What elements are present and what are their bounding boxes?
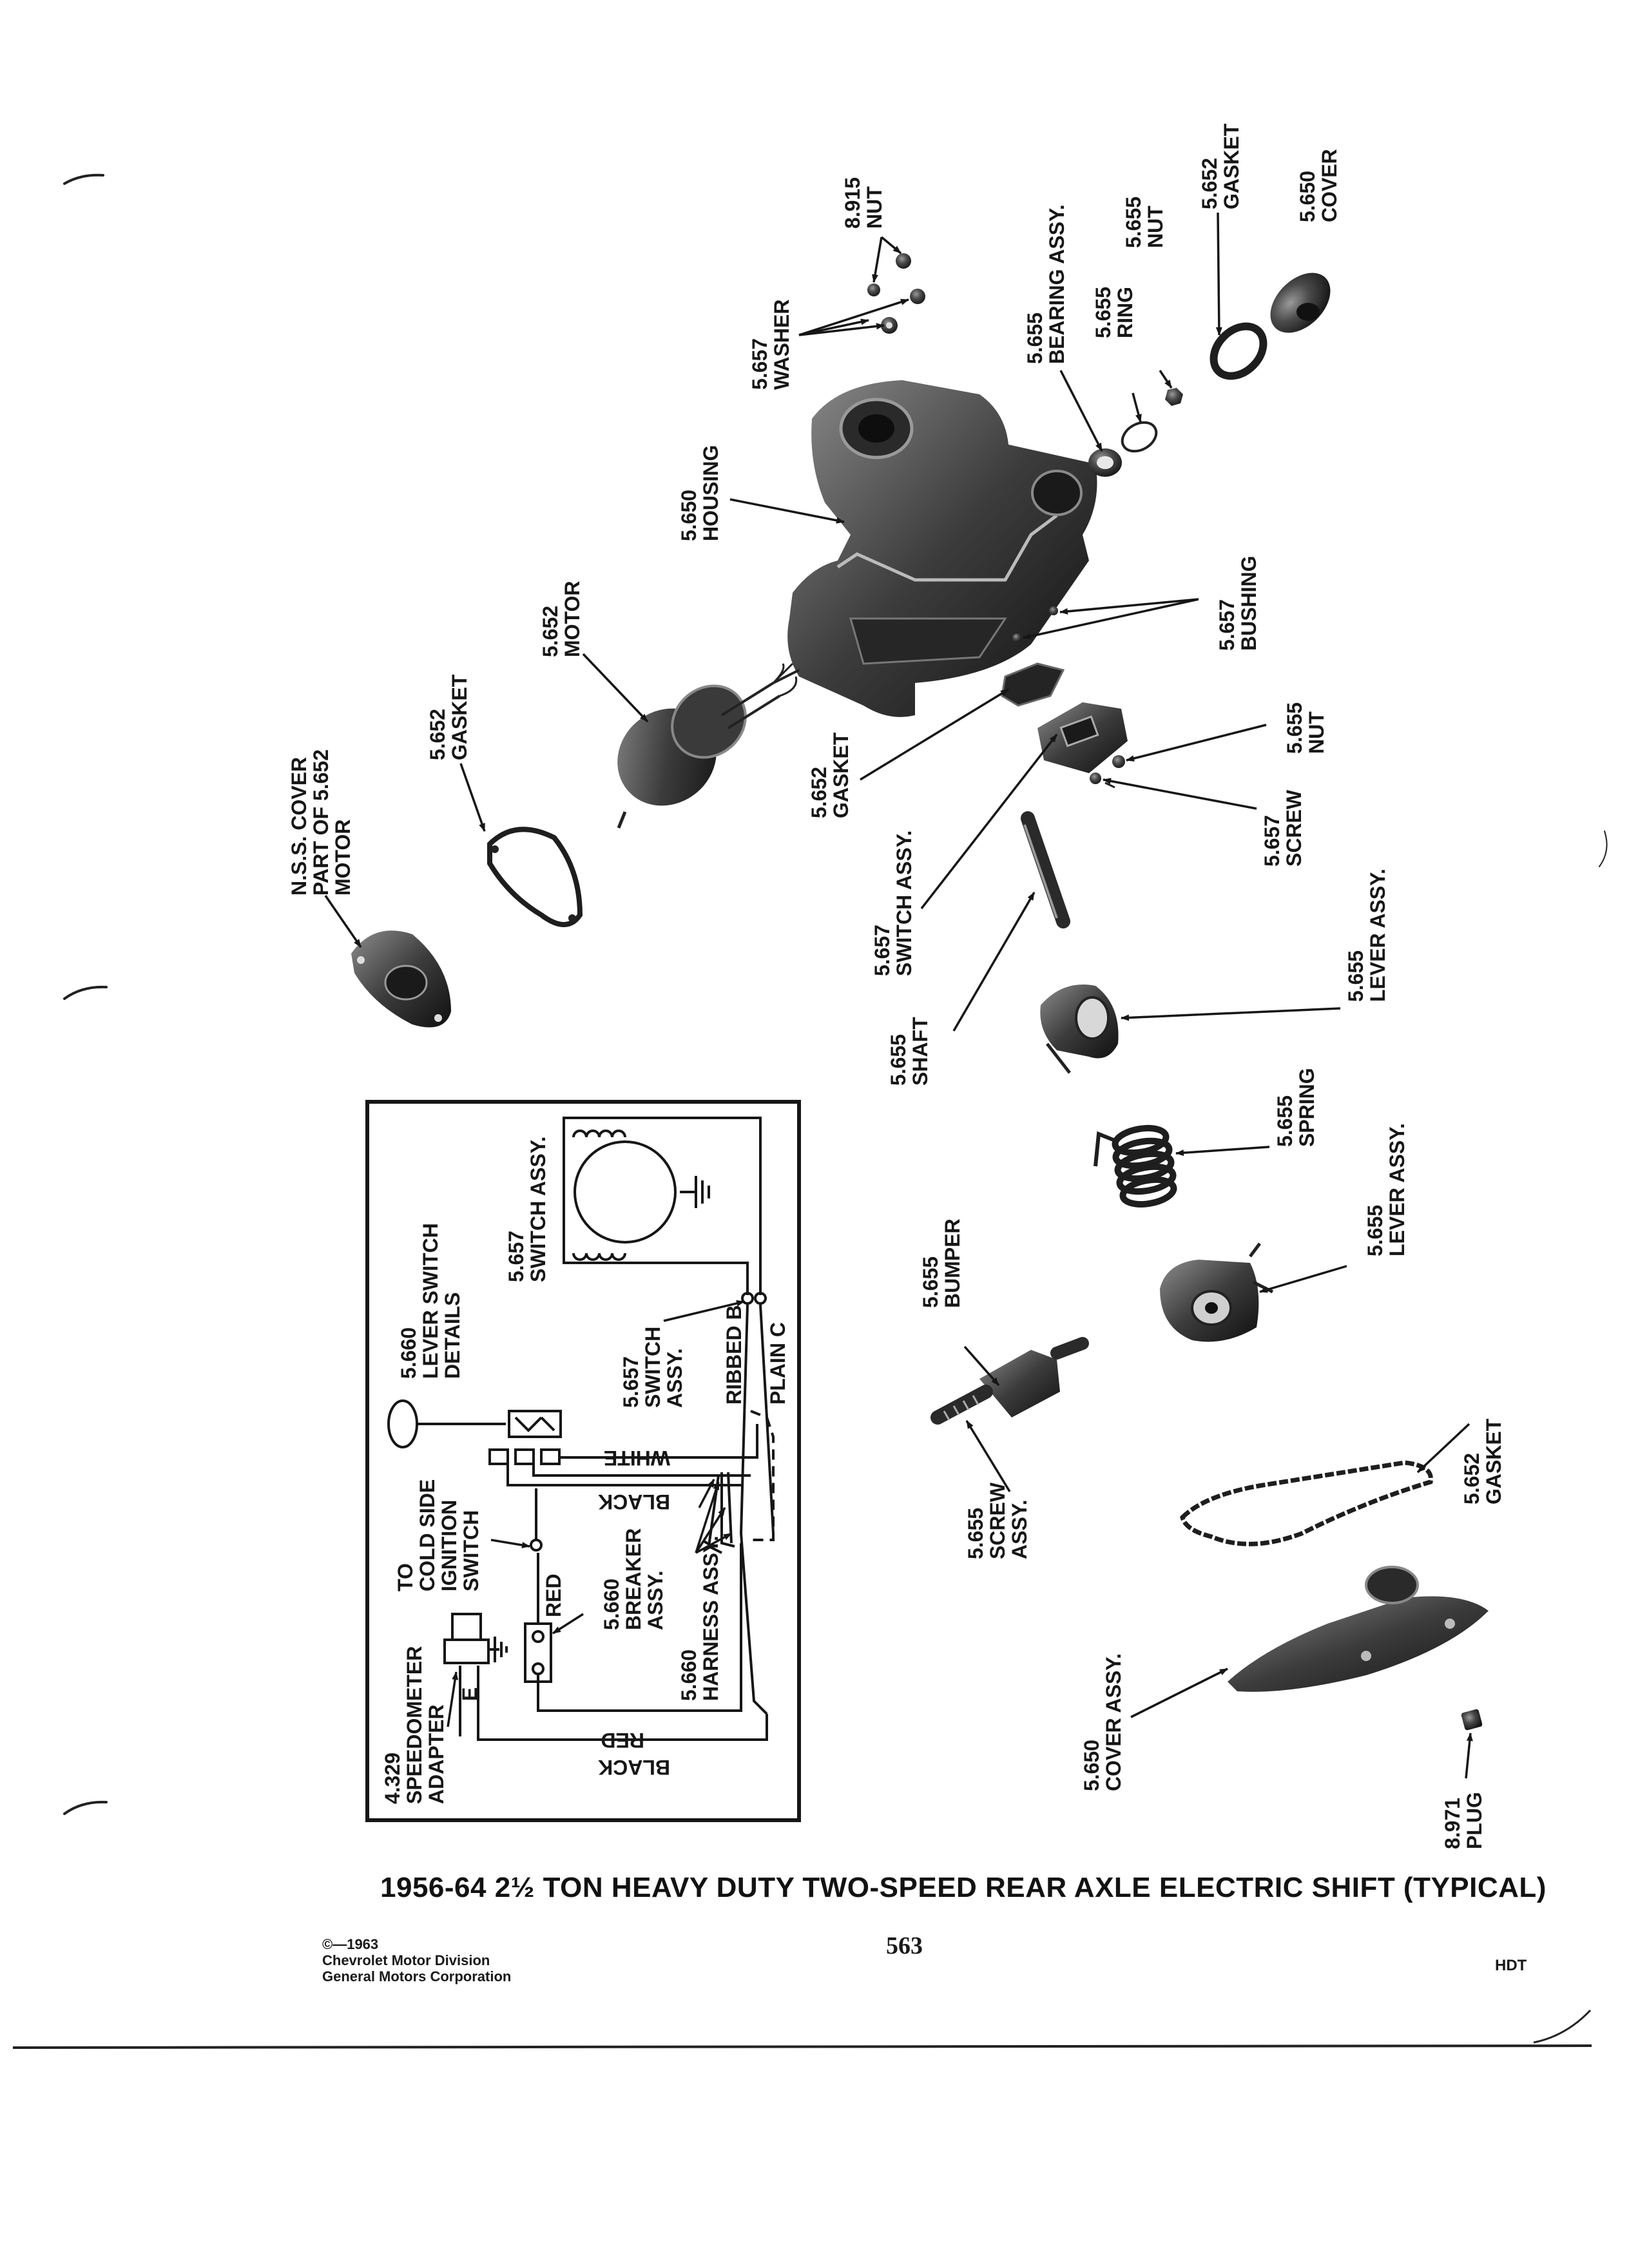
- nut-5655-mid-label: 5.655NUT: [1283, 702, 1328, 754]
- bumper-5655-label: 5.655BUMPER: [919, 1218, 964, 1308]
- ring-5655-label: 5.655RING: [1092, 287, 1137, 338]
- spring-5655-label: 5.655SPRING: [1273, 1068, 1318, 1147]
- wiring-frame: [365, 1100, 801, 1822]
- wiring-plain-label: PLAIN C: [766, 1322, 789, 1405]
- wiring-red-lower-label: RED: [601, 1729, 644, 1752]
- wiring-black-upper-label: BLACK: [598, 1490, 670, 1514]
- wiring-red-upper-label: RED: [542, 1573, 565, 1617]
- part-labels: 8.915NUT 5.657WASHER 5.655BEARING ASSY. …: [287, 123, 1505, 1849]
- gasket-5652-motor-part: [487, 827, 583, 927]
- shaft-5655-label: 5.655SHAFT: [887, 1017, 932, 1086]
- motor-symbol: [574, 1140, 677, 1244]
- page-number: 563: [886, 1932, 923, 1959]
- switch-5657-part: [1037, 702, 1128, 773]
- copyright-line: General Motors Corporation: [322, 1968, 512, 1984]
- wiring-speedometer-label: 4.329SPEEDOMETERADAPTER: [381, 1646, 448, 1804]
- nss-cover-part: [351, 930, 451, 1028]
- nut-8915-label: 8.915NUT: [841, 177, 886, 229]
- washer-5657-label: 5.657WASHER: [748, 300, 793, 390]
- leader-lines: [324, 212, 1473, 1779]
- wiring-switch-mid-label: 5.657SWITCHASSY.: [619, 1327, 686, 1408]
- screw-5655-part: [930, 1385, 993, 1425]
- spring-5655-part: [1094, 1124, 1177, 1208]
- section-code: HDT: [1495, 1957, 1527, 1974]
- lever-5655-b-label: 5.655LEVER ASSY.: [1364, 1123, 1409, 1256]
- figure-caption: 1956-64 2½ TON HEAVY DUTY TWO-SPEED REAR…: [380, 1872, 1547, 1903]
- copyright-line: ©—1963: [322, 1936, 379, 1952]
- housing-5650-part: [773, 380, 1097, 717]
- gasket-5652-bottom-part: [1180, 1460, 1433, 1546]
- wiring-white-label: WHITE: [604, 1446, 670, 1470]
- wiring-breaker-label: 5.660BREAKERASSY.: [600, 1528, 667, 1630]
- wiring-ribbed-label: RIBBED B: [722, 1305, 746, 1405]
- cover-5650-top-label: 5.650COVER: [1296, 149, 1341, 222]
- nut-5655-top-part: [1165, 388, 1183, 406]
- bearing-5655-part: [1088, 448, 1122, 477]
- shaft-5655-part: [1021, 811, 1070, 928]
- screw-5655-label: 5.655SCREWASSY.: [964, 1482, 1031, 1559]
- nut-5655-top-label: 5.655NUT: [1122, 197, 1167, 248]
- bearing-5655-label: 5.655BEARING ASSY.: [1023, 204, 1068, 364]
- parts-drawings: [351, 253, 1489, 1731]
- nut-5655-mid-part: [1112, 755, 1125, 768]
- lever-5655-b-part: [1160, 1242, 1274, 1342]
- plug-8971-label: 8.971PLUG: [1441, 1792, 1486, 1849]
- gasket-5652-motor-label: 5.652GASKET: [426, 674, 471, 760]
- wiring-lever-switch-label: 5.660LEVER SWITCHDETAILS: [397, 1223, 464, 1379]
- wiring-terminal-e-label: E: [458, 1687, 481, 1701]
- plug-8971-part: [1461, 1709, 1483, 1731]
- wiring-switch-top-label: 5.657SWITCH ASSY.: [505, 1137, 550, 1282]
- cover-5650-bottom-part: [1228, 1566, 1489, 1692]
- gasket-5652-switch-part: [1001, 662, 1065, 707]
- wiring-diagram: [365, 1100, 801, 1822]
- wiring-harness-label: 5.660HARNESS ASSY.: [677, 1535, 722, 1701]
- gasket-5652-top-label: 5.652GASKET: [1198, 123, 1243, 209]
- washer-5657-part: [881, 317, 898, 334]
- lever-5655-a-label: 5.655LEVER ASSY.: [1344, 869, 1389, 1002]
- wiring-ignition-label: TOCOLD SIDEIGNITIONSWITCH: [394, 1479, 483, 1591]
- bushing-5657-label: 5.657BUSHING: [1215, 555, 1260, 651]
- nut-8915-part: [867, 253, 925, 304]
- copyright-block: ©—1963 Chevrolet Motor Division General …: [322, 1936, 511, 1984]
- bumper-5655-part: [979, 1337, 1089, 1418]
- motor-5652-part: [617, 663, 798, 829]
- ring-5655-part: [1121, 421, 1158, 453]
- wiring-black-lower-label: BLACK: [598, 1756, 670, 1779]
- cover-5650-top-part: [1270, 273, 1331, 333]
- housing-5650-label: 5.650HOUSING: [677, 445, 722, 541]
- screw-5657-label: 5.657SCREW: [1260, 789, 1306, 867]
- copyright-line: Chevrolet Motor Division: [322, 1952, 490, 1968]
- motor-5652-label: 5.652MOTOR: [539, 581, 584, 657]
- gasket-5652-bottom-label: 5.652GASKET: [1460, 1418, 1505, 1504]
- binder-marks: [63, 173, 1608, 1815]
- screw-5657-part: [1090, 773, 1115, 789]
- lever-5655-a-part: [1040, 985, 1119, 1074]
- page-bottom-rule: [12, 2044, 1592, 2049]
- gasket-5652-switch-label: 5.652GASKET: [807, 732, 853, 818]
- cover-5650-bottom-label: 5.650COVER ASSY.: [1080, 1653, 1125, 1791]
- nss-cover-label: N.S.S. COVERPART OF 5.652MOTOR: [287, 749, 354, 896]
- bushing-5657-part: [1012, 606, 1058, 642]
- wiring-labels: 5.657SWITCH ASSY. 5.660LEVER SWITCHDETAI…: [381, 1137, 789, 1804]
- gasket-5652-top-part: [1210, 322, 1268, 380]
- switch-5657-label: 5.657SWITCH ASSY.: [871, 831, 916, 976]
